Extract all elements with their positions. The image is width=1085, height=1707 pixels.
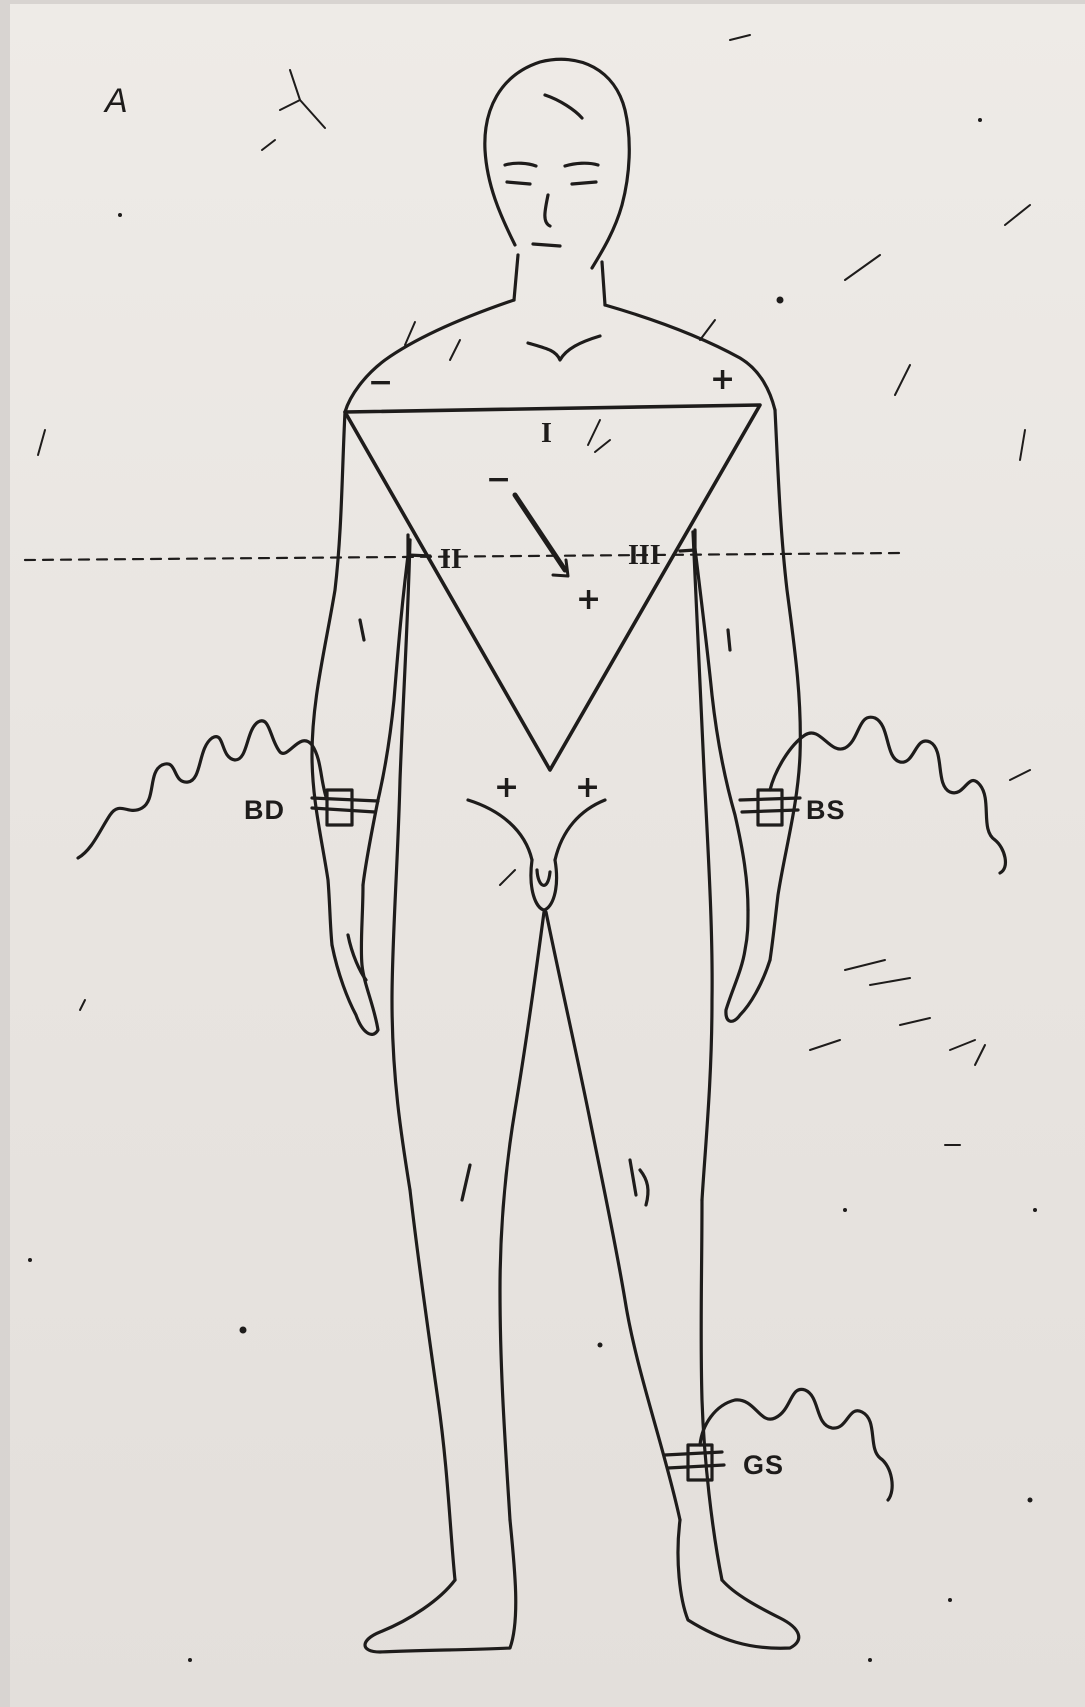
- right-arm-strap: [312, 798, 378, 812]
- lower-right-positive-sign: +: [575, 770, 600, 805]
- knee-left-1: [630, 1160, 636, 1195]
- left-hand: [726, 910, 770, 1021]
- left-arm-muscle: [728, 630, 730, 650]
- left-eye: [507, 182, 530, 184]
- horizontal-reference-line: [25, 553, 900, 560]
- right-shoulder: [605, 305, 775, 410]
- electrical-axis-arrow: [515, 495, 565, 570]
- right-shoulder-negative-sign: −: [368, 365, 393, 400]
- right-eyebrow: [565, 163, 598, 166]
- torso-left-side: [392, 540, 410, 1190]
- groin-left-curve: [468, 800, 532, 860]
- left-leg-wire: [700, 1389, 892, 1500]
- neck-left: [514, 255, 518, 300]
- right-arm-electrode-label: BD: [244, 795, 285, 826]
- right-eye: [572, 182, 596, 184]
- lead-2-label: II: [440, 544, 462, 576]
- lead-3-label: III: [628, 540, 661, 572]
- right-leg-outer: [410, 1190, 455, 1580]
- left-arm-outer: [770, 410, 800, 960]
- left-eyebrow: [505, 163, 536, 166]
- right-foot: [365, 1520, 516, 1652]
- knee-right-1: [462, 1165, 470, 1200]
- left-arm-clip-body: [758, 790, 782, 825]
- torso-right-side: [693, 532, 712, 1200]
- genitals-inner: [537, 870, 550, 885]
- figure-label: A: [105, 82, 128, 121]
- right-arm-clip-body: [327, 790, 352, 825]
- left-shoulder-positive-sign: +: [710, 362, 735, 397]
- lower-left-positive-sign: +: [494, 770, 519, 805]
- left-leg-outer: [701, 1200, 722, 1580]
- neck-right: [602, 262, 605, 305]
- left-foot: [678, 1520, 799, 1648]
- left-leg-inner: [546, 912, 680, 1520]
- left-leg-electrode-label: GS: [743, 1450, 784, 1481]
- axis-positive-sign: +: [576, 582, 601, 617]
- left-arm-electrode-label: BS: [806, 795, 846, 826]
- right-leg-inner: [500, 912, 544, 1520]
- right-arm-wire: [78, 721, 327, 858]
- groin-right-curve: [555, 800, 605, 860]
- right-arm-muscle: [360, 620, 364, 640]
- nose: [545, 195, 550, 226]
- lead-1-label: I: [541, 418, 552, 450]
- right-arm-outer: [312, 412, 345, 945]
- left-leg-strap: [665, 1452, 724, 1468]
- knee-left-2: [640, 1170, 648, 1205]
- mouth: [533, 244, 560, 246]
- axis-negative-sign: −: [486, 462, 511, 497]
- right-thumb: [348, 935, 366, 980]
- left-arm-strap: [740, 798, 800, 812]
- collarbone-notch: [528, 336, 600, 360]
- hair-line: [545, 95, 582, 118]
